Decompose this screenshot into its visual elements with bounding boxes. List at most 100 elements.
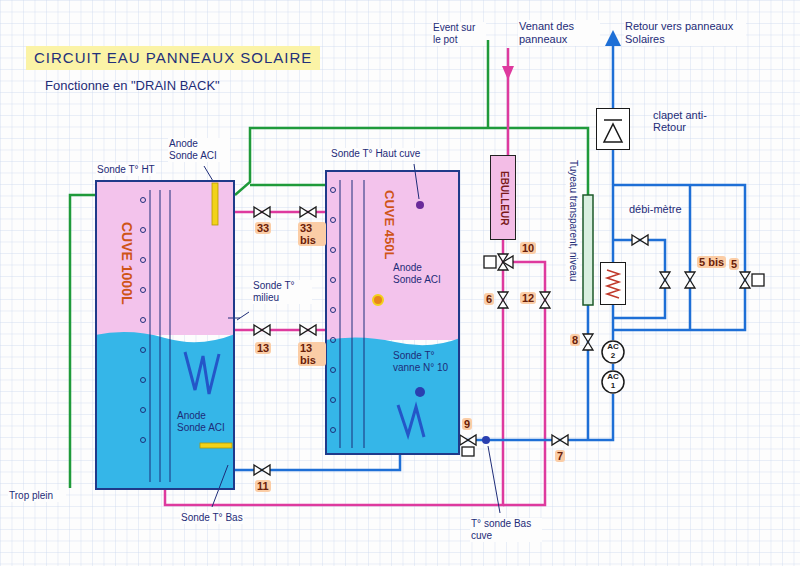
tank-fill — [95, 332, 235, 490]
tank-fill — [398, 405, 424, 437]
sensor-dot — [482, 436, 490, 444]
callout-number: 9 — [462, 418, 472, 430]
valve-symbol — [254, 465, 270, 475]
valve-symbol — [552, 435, 568, 445]
heat-exchanger-coil — [331, 428, 336, 433]
valve-symbol — [254, 207, 270, 217]
pink-pipe — [503, 48, 545, 505]
heat-exchanger-coil — [331, 188, 336, 193]
node-label: clapet anti-Retour — [653, 109, 725, 133]
annotation-label: Anode Sonde ACI — [168, 138, 230, 162]
heat-exchanger-coil — [352, 180, 353, 448]
heat-exchanger-coil — [331, 398, 336, 403]
green-vent-pipe — [70, 195, 95, 488]
blue-pipe — [588, 42, 745, 440]
annotation-label: Venant des panneaux — [518, 20, 600, 46]
heat-exchanger-coil — [150, 190, 151, 482]
pink-pipe — [503, 262, 545, 505]
heat-exchanger-coil — [340, 180, 341, 448]
annotation-label: Anode Sonde ACI — [392, 262, 449, 286]
flowmeter-box: débi-mètre — [600, 262, 626, 305]
annotation-label: Event sur le pot — [432, 22, 486, 46]
annotation-label: Tuyeau transparent, niveau — [566, 160, 580, 281]
annotation-label: Sonde T° HT — [96, 164, 156, 176]
sensor-dot — [416, 201, 424, 209]
heat-exchanger-coil — [364, 180, 365, 448]
blue-pipe — [587, 305, 590, 440]
callout-number: 13 bis — [298, 342, 326, 366]
three-way-port — [503, 256, 513, 268]
level-tube — [583, 195, 593, 305]
flow-arrowhead — [502, 66, 514, 80]
valve-symbol — [460, 435, 476, 445]
leader-line — [237, 312, 249, 320]
check-valve-symbol — [604, 119, 622, 121]
pipe-connector — [612, 305, 615, 340]
anode-dot — [373, 295, 383, 305]
pink-pipe — [507, 48, 510, 155]
heat-exchanger-coil — [170, 190, 171, 482]
node-label: débi-mètre — [629, 203, 682, 215]
pipe-connector — [235, 455, 400, 470]
valve-symbol — [540, 292, 550, 308]
pipe-connector — [165, 240, 503, 505]
annotation-label: Sonde T° milieu — [252, 280, 312, 304]
diagram-title: CIRCUIT EAU PANNEAUX SOLAIRE — [26, 46, 320, 70]
callout-number: 11 — [255, 480, 271, 492]
callout-number: 6 — [484, 293, 494, 305]
blue-pipe — [613, 185, 745, 330]
leader-line — [212, 465, 228, 507]
node-label: EBULLEUR — [499, 171, 510, 225]
annotation-label: Sonde T° Haut cuve — [330, 148, 421, 160]
heat-exchanger-coil — [331, 248, 336, 253]
callout-number: 12 — [520, 292, 536, 304]
valve-symbol — [300, 325, 316, 335]
tank-fill — [325, 337, 460, 455]
pump-outline — [602, 341, 624, 363]
heat-exchanger-coil — [141, 348, 146, 353]
check-valve-box: clapet anti-Retour — [596, 108, 630, 150]
pump-circle: AC 1 — [601, 370, 625, 394]
heat-exchanger-coil — [331, 278, 336, 283]
heat-exchanger-coil — [141, 408, 146, 413]
annotation-label: Trop plein — [8, 490, 66, 502]
sensor-dot — [415, 387, 425, 397]
box-ground — [596, 108, 630, 150]
heat-exchanger-coil — [141, 228, 146, 233]
green-vent-pipe — [487, 40, 490, 128]
pipe-connector — [612, 364, 615, 370]
flowmeter-spring — [607, 270, 619, 298]
callout-number: 8 — [570, 334, 580, 346]
callout-number: 5 bis — [697, 256, 726, 268]
annotation-label: T° sonde Bas cuve — [470, 518, 542, 542]
heat-exchanger-coil — [331, 338, 336, 343]
storage-tank: CUVE 1000L — [95, 180, 235, 490]
tank-fill — [325, 170, 460, 340]
annotation-label: Anode Sonde ACI — [176, 410, 234, 434]
heat-exchanger-coil — [141, 378, 146, 383]
valve-motor — [462, 447, 474, 456]
storage-tank: CUVE 450L — [325, 170, 460, 455]
tank-fill — [185, 352, 219, 394]
heat-exchanger-coil — [331, 368, 336, 373]
tank-fill — [95, 180, 235, 335]
annotation-label: Sonde T° vanne N° 10 — [392, 350, 458, 374]
heat-exchanger-coil — [331, 308, 336, 313]
node-label: CUVE 450L — [382, 190, 396, 259]
valve-symbol — [254, 325, 270, 335]
leader-line — [488, 446, 500, 513]
node-label: AC 2 — [607, 343, 619, 361]
green-vent-pipe — [250, 184, 325, 187]
heat-exchanger-coil — [331, 218, 336, 223]
callout-number: 5 — [729, 258, 739, 270]
heat-exchanger-coil — [160, 190, 161, 482]
green-vent-pipe — [70, 40, 588, 488]
node-label: AC 1 — [607, 373, 619, 391]
callout-number: 13 — [255, 342, 271, 354]
leader-line — [204, 166, 213, 181]
valve-motor — [752, 274, 764, 286]
check-valve-symbol — [604, 124, 622, 142]
green-vent-pipe — [235, 128, 588, 195]
blue-pipe — [612, 42, 615, 108]
